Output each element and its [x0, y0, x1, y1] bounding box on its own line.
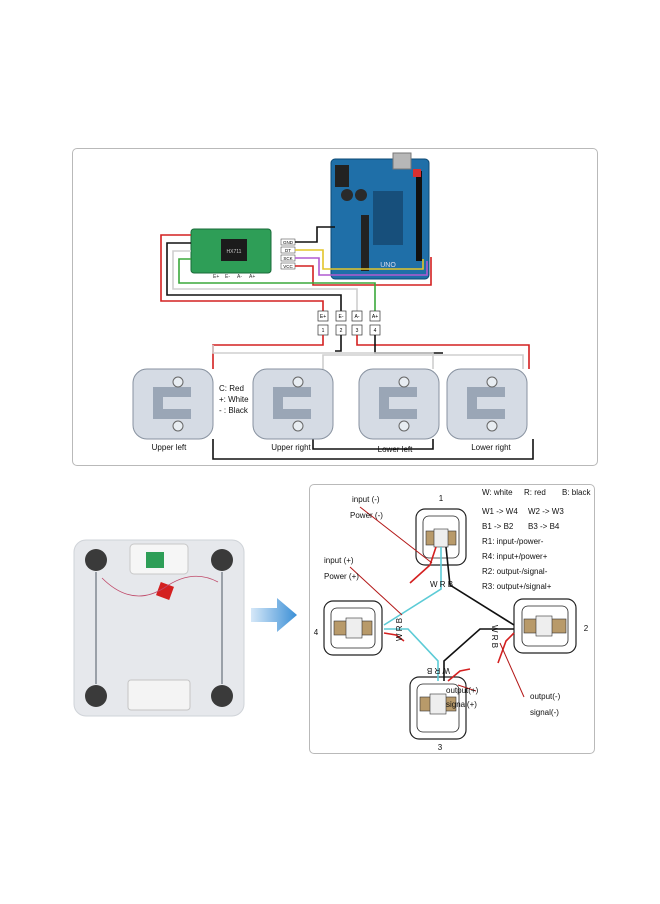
cell-label-lower-left: Lower left	[378, 445, 413, 454]
wrb-label-bottom: W R B	[427, 666, 450, 675]
cell-number-1: 1	[439, 494, 444, 503]
hx711-pin-gnd: GND	[283, 240, 294, 245]
label-input-minus: input (-)	[352, 495, 380, 504]
schematic-diagram: W: white R: red B: black W1 -> W4 W2 -> …	[314, 488, 592, 752]
junction-label-aminus: A-	[355, 314, 360, 320]
hx711-left-pin-4: A+	[249, 274, 255, 280]
arduino-board: UNO	[330, 152, 430, 280]
cell-number-2: 2	[584, 624, 589, 633]
junction-label-eminus: E-	[339, 314, 344, 320]
hx711-pin-vcc: VCC	[283, 264, 293, 269]
schematic-cell-3	[409, 676, 467, 740]
load-cell-upper-right	[252, 368, 334, 440]
hx711-pin-dt: DT	[285, 248, 291, 253]
hx711-arduino-wires	[295, 226, 432, 286]
label-power-minus: Power (-)	[350, 511, 383, 520]
schematic-panel: W: white R: red B: black W1 -> W4 W2 -> …	[309, 484, 595, 754]
hx711-pin-sck: SCK	[283, 256, 292, 261]
hx711-junction-wires	[160, 234, 376, 321]
legend-white: +: White	[219, 395, 249, 404]
junction-num-1: 1	[322, 328, 325, 334]
hx711-left-pin-3: A-	[237, 274, 242, 280]
label-signal-plus: signal(+)	[446, 700, 477, 709]
hx711-chip-label: HX711	[227, 249, 242, 255]
svg-text:UNO: UNO	[380, 262, 396, 269]
junction-num-2: 2	[340, 328, 343, 334]
rule-r3: R3: output+/signal+	[482, 582, 552, 591]
junction-label-eplus: E+	[320, 314, 326, 320]
wiring-diagram-panel: UNO HX711 E+ E- A- A+ GND DT SCK VCC	[72, 148, 598, 466]
label-power-plus: Power (+)	[324, 572, 359, 581]
label-input-plus: input (+)	[324, 556, 354, 565]
key-white: W: white	[482, 488, 513, 497]
rule-r2: R2: output-/signal-	[482, 567, 548, 576]
load-cell-upper-left	[132, 368, 214, 440]
schematic-cell-2	[513, 598, 577, 654]
junction-label-aplus: A+	[372, 314, 378, 320]
wrb-label-right: W R B	[490, 625, 499, 648]
right-arrow-icon	[251, 598, 297, 632]
schematic-wires	[383, 546, 515, 682]
hx711-left-pin-2: E-	[225, 274, 230, 280]
key-red: R: red	[524, 488, 546, 497]
cell-label-upper-right: Upper right	[271, 443, 311, 452]
hx711-board: HX711 E+ E- A- A+ GND DT SCK VCC	[190, 228, 296, 280]
rule-b3-b4: B3 -> B4	[528, 522, 560, 531]
cell-number-4: 4	[314, 628, 319, 637]
wrb-label-top: W R B	[430, 580, 453, 589]
cell-label-upper-left: Upper left	[152, 443, 187, 452]
label-signal-minus: signal(-)	[530, 708, 559, 717]
wiring-diagram: UNO HX711 E+ E- A- A+ GND DT SCK VCC	[132, 152, 534, 460]
cell-label-lower-right: Lower right	[471, 443, 511, 452]
pointer-lines	[349, 506, 525, 698]
junction-num-3: 3	[356, 328, 359, 334]
load-cell-wires	[212, 335, 534, 460]
rule-r4: R4: input+/power+	[482, 552, 548, 561]
key-black: B: black	[562, 488, 591, 497]
wrb-label-left: W R B	[395, 618, 404, 641]
rule-w2-w3: W2 -> W3	[528, 507, 564, 516]
legend-black: - : Black	[219, 406, 249, 415]
legend-red: C: Red	[219, 384, 244, 393]
junction-block: E+ E- A- A+ 1 2 3 4	[317, 310, 381, 336]
rule-b1-b2: B1 -> B2	[482, 522, 514, 531]
rule-w1-w4: W1 -> W4	[482, 507, 518, 516]
junction-num-4: 4	[374, 328, 377, 334]
hx711-left-pin-1: E+	[213, 274, 219, 280]
load-cell-lower-right	[446, 368, 528, 440]
scale-photo	[73, 539, 245, 717]
schematic-cell-4	[323, 600, 383, 656]
rule-r1: R1: input-/power-	[482, 537, 544, 546]
label-output-plus: output(+)	[446, 686, 479, 695]
load-cell-lower-left	[358, 368, 440, 440]
cell-number-3: 3	[438, 743, 443, 752]
schematic-cell-1	[415, 508, 467, 566]
label-output-minus: output(-)	[530, 692, 561, 701]
